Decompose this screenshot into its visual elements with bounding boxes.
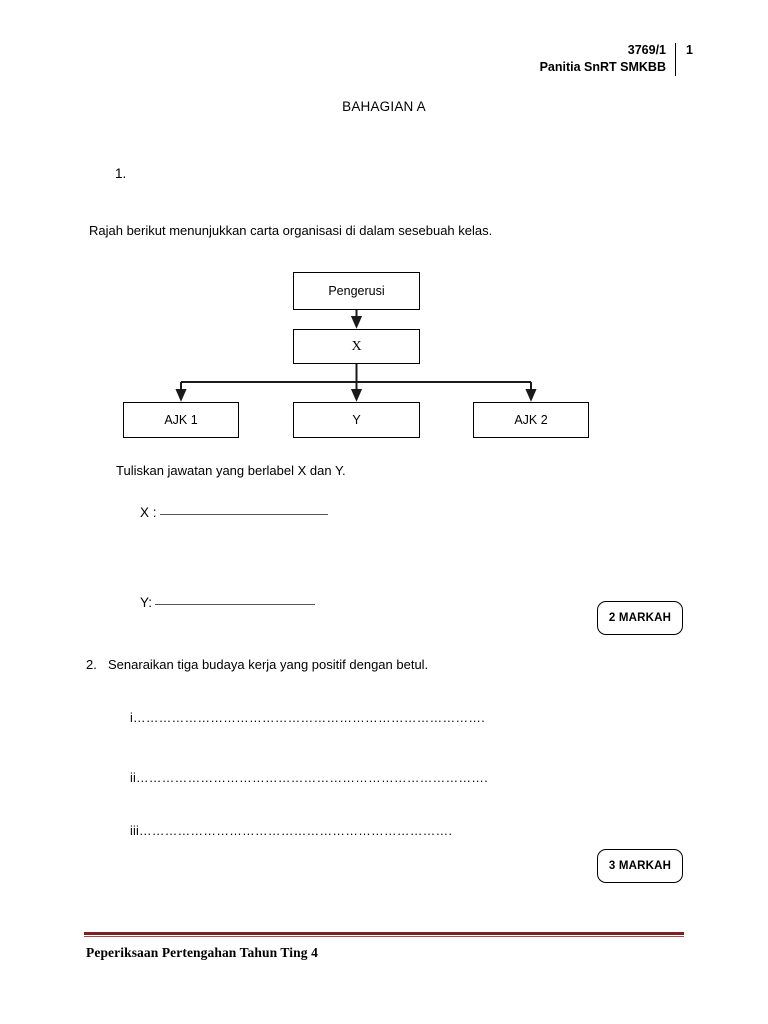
answer-blank-y-rule[interactable] [155,604,316,605]
question-2-number: 2. [86,657,97,672]
answer-line-iii-dots: ………………………………………………………………. [138,824,453,838]
chart-node-y-label: Y [352,413,361,427]
question-1-number: 1. [115,166,127,181]
answer-blank-y[interactable]: Y: [140,595,316,610]
question-2-stem: Senaraikan tiga budaya kerja yang positi… [108,657,429,672]
chart-node-ajk1-label: AJK 1 [164,413,198,427]
header-divider [675,43,676,76]
answer-line-ii-dots: ………………………………………………………………………. [135,771,489,785]
answer-blank-x[interactable]: X : [140,505,328,520]
answer-line-i-dots: ………………………………………………………………………. [132,711,486,725]
answer-line-iii-marker: iii [130,824,139,838]
paper-code: 3769/1 [627,43,666,57]
chart-node-pengerusi: Pengerusi [293,272,420,310]
header-rows: 3769/1 Panitia SnRT SMKBB 1 [540,42,700,76]
page-number: 1 [686,43,693,57]
header-text-block: 3769/1 Panitia SnRT SMKBB [540,42,675,76]
chart-node-y: Y [293,402,420,438]
question-1-prompt: Tuliskan jawatan yang berlabel X dan Y. [116,463,346,478]
answer-blank-x-label: X : [140,505,157,520]
page-header: 3769/1 Panitia SnRT SMKBB 1 [540,42,700,76]
question-1-stem: Rajah berikut menunjukkan carta organisa… [89,223,493,238]
answer-line-iii[interactable]: iii………………………………………………………………. [130,824,452,838]
footer-text: Peperiksaan Pertengahan Tahun Ting 4 [86,945,318,960]
chart-node-ajk2-label: AJK 2 [514,413,548,427]
answer-line-ii-marker: ii [130,771,136,785]
answer-line-ii[interactable]: ii………………………………………………………………………. [130,771,488,785]
chart-node-ajk1: AJK 1 [123,402,239,438]
footer-rule [84,932,684,937]
chart-node-x-label: X [351,338,362,354]
chart-node-x: X [293,329,420,364]
marks-badge-question-2: 3 MARKAH [597,849,683,883]
marks-badge-question-1: 2 MARKAH [597,601,683,635]
answer-line-i[interactable]: i………………………………………………………………………. [130,711,485,725]
answer-blank-x-rule[interactable] [159,514,328,515]
chart-node-ajk2: AJK 2 [473,402,589,438]
answer-blank-y-label: Y: [140,595,153,610]
panitia-label: Panitia SnRT SMKBB [539,60,666,74]
chart-node-pengerusi-label: Pengerusi [328,284,385,298]
chart-connectors [175,310,537,402]
answer-line-i-marker: i [130,711,133,725]
organisation-chart: Pengerusi X AJK 1 Y AJK 2 [110,262,610,447]
section-title: BAHAGIAN A [342,99,426,114]
